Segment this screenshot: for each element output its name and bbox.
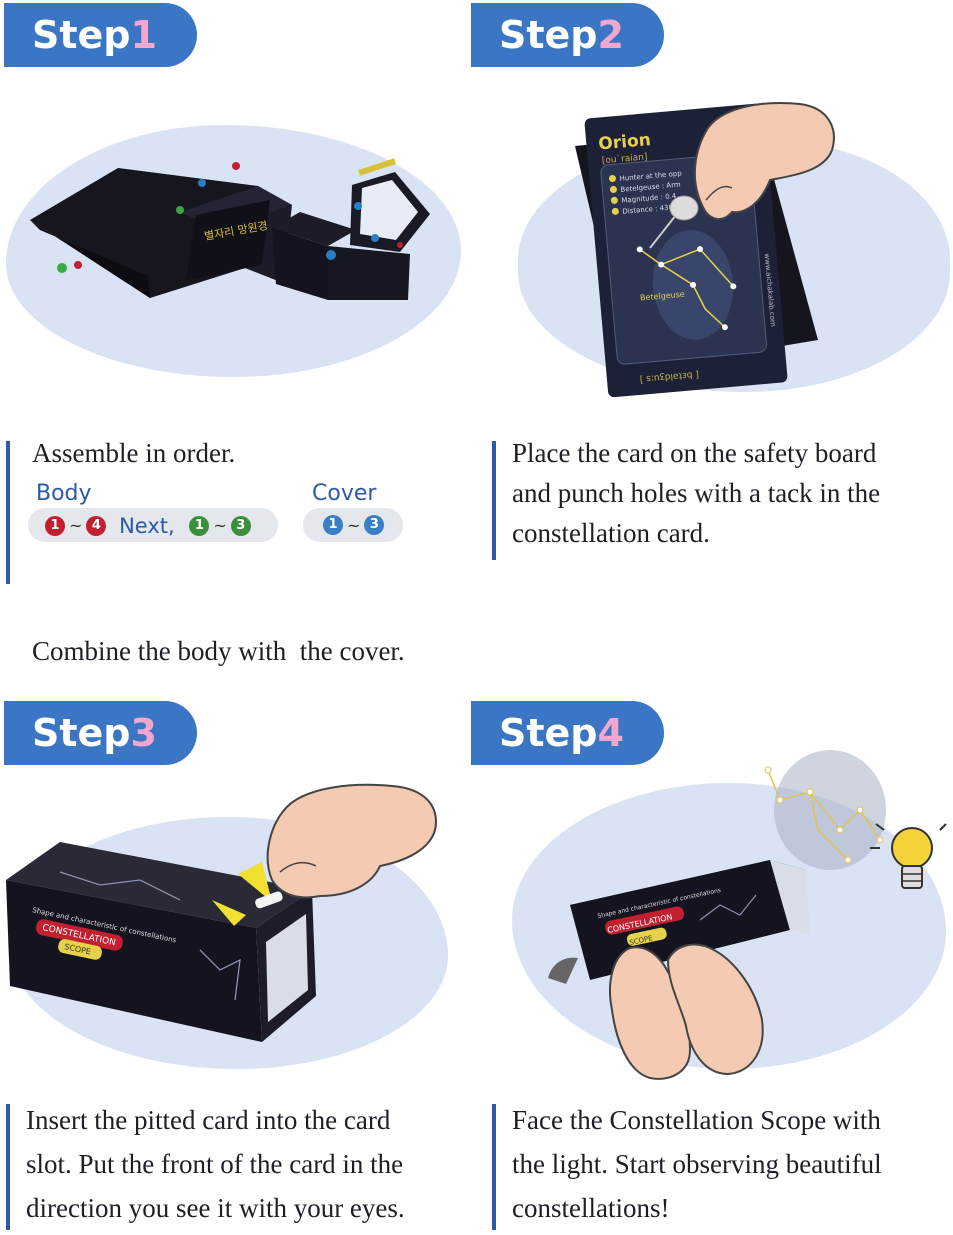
card-pronunciation: [ou`raian] [601,151,647,166]
light-bulb-icon [870,823,947,889]
step-3-line: Insert the pitted card into the card [26,1105,391,1135]
step-4-line: Face the Constellation Scope with [512,1105,881,1135]
body-label-panel [186,200,270,280]
step-1-accent-bar [6,441,10,584]
step-4-paragraph: Face the Constellation Scope with the li… [512,1098,952,1230]
step-number: 1 [130,13,157,57]
card-star-label: Betelgeuse [640,290,686,303]
body-sequence-pill: 1~4 Next, 1~3 [28,508,278,542]
scope-box-top [6,842,312,928]
body-label: Body [36,481,92,506]
step-4-accent-bar [492,1104,496,1230]
step-number: 3 [130,711,157,755]
step-2-paragraph: Place the card on the safety board and p… [512,433,952,553]
step-1-text: Assemble in order. [32,438,236,468]
step-word: Step [32,13,131,57]
step-3-illustration: Shape and characteristic of constellatio… [6,783,438,1042]
number-badge: 1 [189,516,210,536]
next-label: Next, [119,514,175,538]
hand-illustration [666,943,764,1076]
step-1-line-3: Combine the body with the cover. [32,551,452,711]
cover-sequence-pill: 1~3 [303,508,403,542]
cover-label: Cover [312,481,377,506]
number-badge: 1 [45,516,65,536]
step-4-illustration: Shape and characteristic of constellatio… [548,750,947,1080]
card-title: Orion [598,130,652,154]
scope-box-front [6,880,262,1042]
number-badge: 3 [364,515,385,535]
step-word: Step [499,711,598,755]
step-4-badge: Step4 [471,701,664,765]
number-badge: 1 [323,515,343,535]
step-2-badge: Step2 [471,3,664,67]
step-number: 2 [597,13,624,57]
tilde-symbol: ~ [213,516,227,535]
step-4-line: the light. Start observing beautiful [512,1149,882,1179]
step-3-paragraph: Insert the pitted card into the card slo… [26,1098,466,1230]
eye-icon [548,957,578,984]
number-badge: 4 [86,516,107,536]
hand-illustration [266,783,438,899]
tilde-symbol: ~ [347,515,361,535]
step-2-line: Place the card on the safety board [512,438,877,468]
step-word: Step [32,711,131,755]
step-2-line: and punch holes with a tack in the [512,478,881,508]
number-badge: 3 [230,516,251,536]
step-4-line: constellations! [512,1193,670,1223]
step-1-badge: Step1 [4,3,197,67]
step-3-line: direction you see it with your eyes. [26,1193,405,1223]
step-2-accent-bar [492,441,496,560]
step-2-illustration: Orion [ou`raian] Hunter at the opp Betel… [575,102,835,398]
step-1-illustration: 별자리 망원경 [30,158,430,300]
scope-cover-piece [272,212,356,246]
step-1-line-1: Assemble in order. [32,433,452,473]
step-3-accent-bar [6,1104,10,1230]
hand-illustration [693,102,835,221]
tilde-symbol: ~ [69,516,83,535]
step-word: Step [499,13,598,57]
step-2-line: constellation card. [512,518,710,548]
step-3-line: slot. Put the front of the card in the [26,1149,404,1179]
step-number: 4 [597,711,624,755]
step-1-text: Combine the body with the cover. [32,636,405,666]
step-3-badge: Step3 [4,701,197,765]
